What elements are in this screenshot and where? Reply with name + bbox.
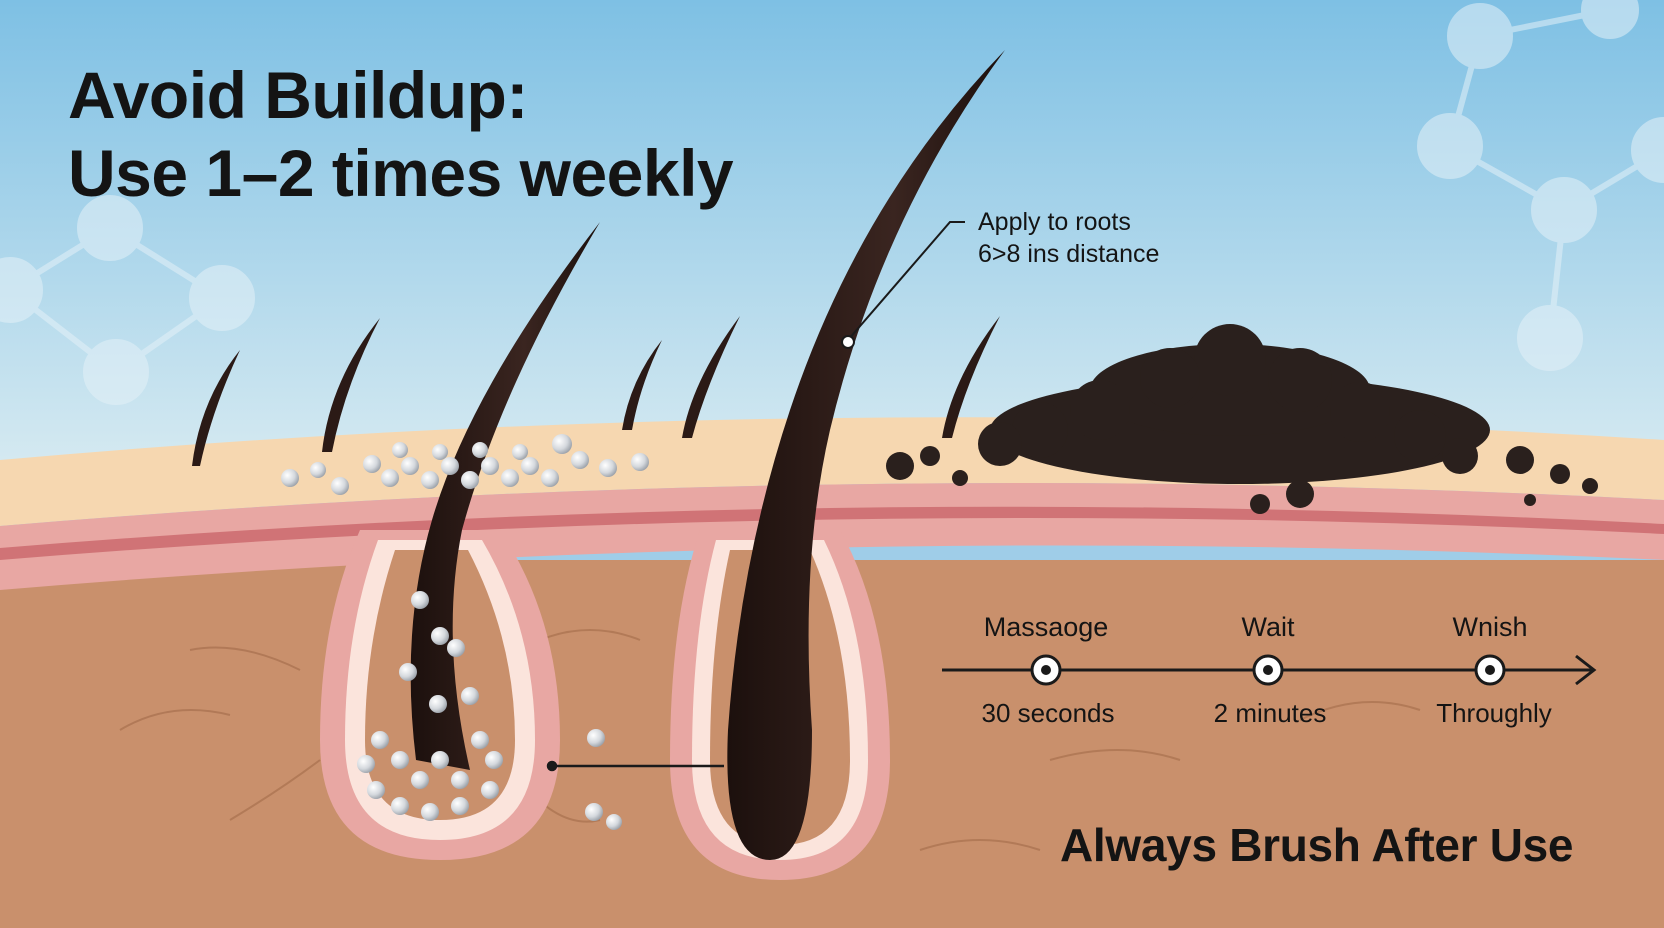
- step-massage-duration: 30 seconds: [981, 698, 1115, 728]
- step-wait-duration: 2 minutes: [1213, 698, 1327, 728]
- epidermis-band: [0, 506, 1664, 560]
- step-wait-label: Wait: [1241, 612, 1295, 642]
- follicle-comparison-pointer: [546, 760, 724, 772]
- clumped-buildup: [886, 324, 1598, 514]
- step-wash-label: Wnish: [1452, 612, 1528, 642]
- headline-line-2: Use 1–2 times weekly: [68, 136, 734, 210]
- healthy-follicle: [670, 50, 1005, 880]
- headline-line-1: Avoid Buildup:: [68, 58, 528, 132]
- application-callout: Apply to roots 6>8 ins distance: [978, 206, 1159, 270]
- main-hair-strand: [727, 50, 1005, 860]
- residue-particles: [281, 434, 649, 830]
- step-massage-label: Massaoge: [983, 612, 1109, 642]
- step-wash-detail: Throughly: [1436, 698, 1552, 728]
- molecule-decoration-icon: [0, 0, 1664, 405]
- callout-leader: [841, 221, 965, 349]
- timeline-markers: [1030, 654, 1506, 686]
- callout-line-1: Apply to roots: [978, 208, 1131, 236]
- headline: Avoid Buildup: Use 1–2 times weekly: [68, 56, 734, 212]
- short-hairs: [192, 316, 1000, 466]
- footer-note: Always Brush After Use: [1060, 819, 1574, 871]
- clogged-follicle: [320, 222, 600, 860]
- callout-line-2: 6>8 ins distance: [978, 240, 1160, 268]
